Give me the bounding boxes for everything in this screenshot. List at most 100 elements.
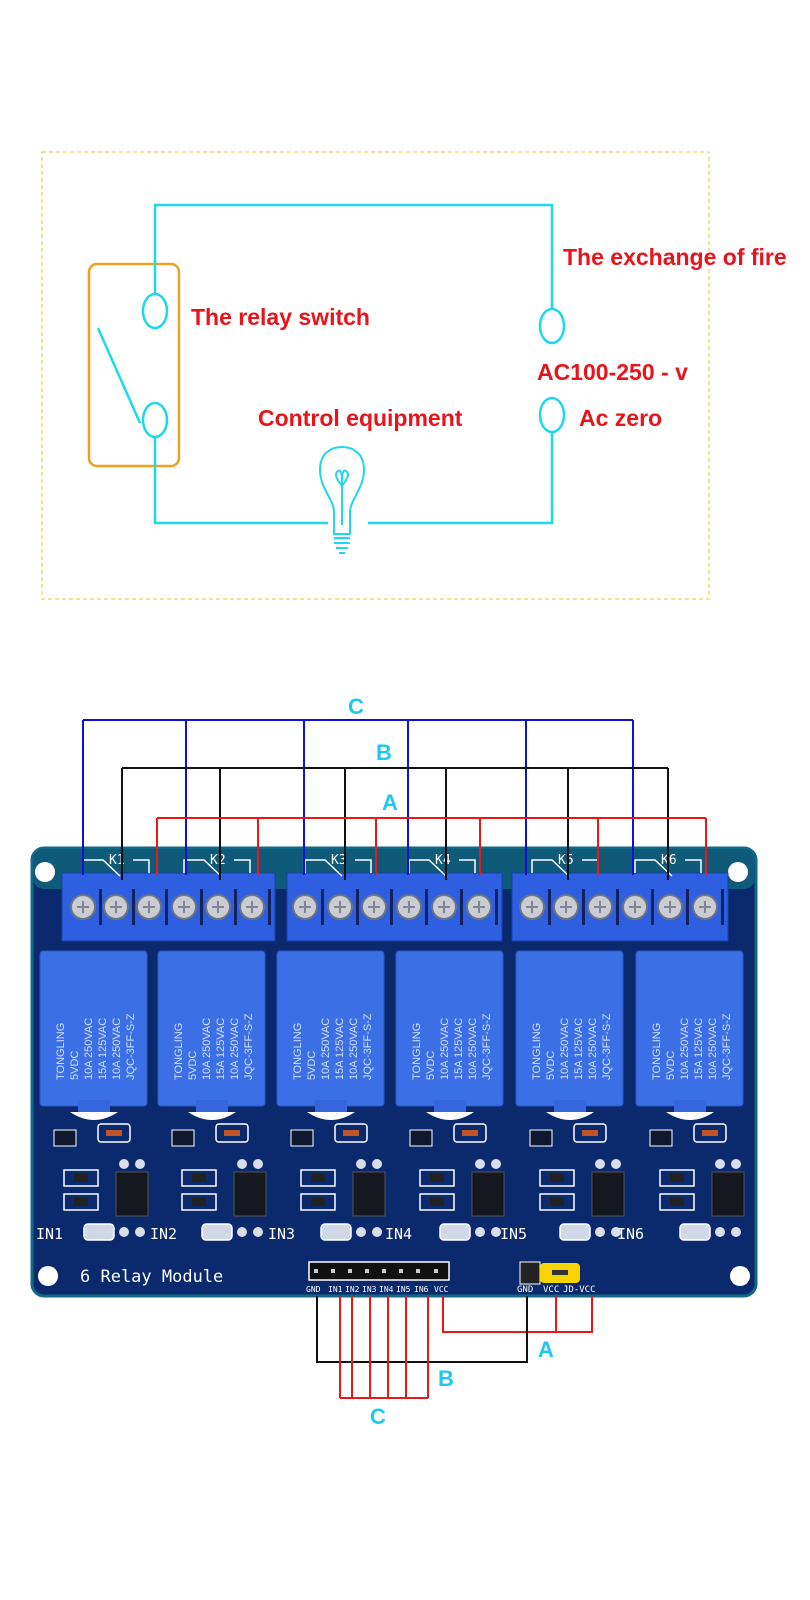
solder-pad [119,1159,129,1169]
relay-marking: 10A 250VAC [201,1018,213,1080]
relay-marking: 15A 125VAC [573,1018,585,1080]
header-pin [314,1269,318,1273]
input-label: IN2 [150,1225,177,1243]
relay-notch [666,1112,714,1120]
relay-tab [674,1100,706,1112]
relay-switch-symbol [183,859,222,877]
terminal-divider [132,889,135,925]
terminal-divider [200,889,203,925]
neutral-terminal [538,396,566,434]
optocoupler [471,1171,505,1217]
relay-id-label: K2 [210,853,226,868]
header-pin-label: IN4 [379,1285,394,1294]
switch-lever [96,327,142,424]
relay-marking: 10A 250VAC [229,1018,241,1080]
header-pin-label: VCC [434,1285,449,1294]
relay-marking: 15A 125VAC [334,1018,346,1080]
solder-pad [237,1227,247,1237]
solder-pad [356,1159,366,1169]
board-title: 6 Relay Module [80,1267,223,1287]
relay-tab [434,1100,466,1112]
optocoupler [233,1171,267,1217]
resistor [192,1174,206,1182]
relay-marking: 5VDC [545,1051,557,1080]
relay-switch-symbol [234,859,251,873]
diode [702,1130,718,1136]
switch-terminal-top [141,292,169,330]
solder-pad [611,1159,621,1169]
relay-marking: TONGLING [651,1023,663,1080]
terminal-divider [582,889,585,925]
terminal-divider [234,889,237,925]
solder-pad [731,1227,741,1237]
terminal-divider [425,889,428,925]
relay-marking: 10A 250VAC [320,1018,332,1080]
terminal-divider [616,889,619,925]
screw-slot [594,901,606,913]
circuit-terminals [141,292,566,439]
jumper-pin-label: GND [517,1285,533,1295]
transistor [649,1129,673,1147]
relay-marking: 10A 250VAC [707,1018,719,1080]
relay-notch [188,1112,236,1120]
resistor-pad [659,1169,695,1187]
resistor [311,1174,325,1182]
relay-marking: 10A 250VAC [439,1018,451,1080]
diode [343,1130,359,1136]
pin-header [308,1261,450,1281]
relay-marking: 10A 250VAC [467,1018,479,1080]
switch-terminal-bottom [141,401,169,439]
resistor [430,1198,444,1206]
optocoupler [352,1171,386,1217]
circuit-wires [96,203,554,525]
screw-slot [629,901,641,913]
resistor-pad [539,1193,575,1211]
label-control-equipment: Control equipment [258,405,463,431]
resistor-pad [300,1169,336,1187]
diode [462,1130,478,1136]
resistor-pad [181,1169,217,1187]
resistor [430,1174,444,1182]
screw-slot [299,901,311,913]
relay-marking: TONGLING [531,1023,543,1080]
relay-marking: JQC-3FF-S-Z [362,1013,374,1080]
relay-tab [315,1100,347,1112]
solder-pad [253,1227,263,1237]
relay-marking: JQC-3FF-S-Z [601,1013,613,1080]
screw-slot [334,901,346,913]
relay-marking: JQC-3FF-S-Z [125,1013,137,1080]
bus-label-top-a: A [382,790,398,815]
diode-pad [453,1123,487,1143]
terminal-divider [460,889,463,925]
terminal-divider [99,889,102,925]
terminal-divider [390,889,393,925]
label-ac-zero: Ac zero [579,405,662,431]
jumper-slot [552,1270,568,1275]
terminal-divider [721,889,724,925]
resistor-pad [300,1193,336,1211]
resistor [74,1198,88,1206]
relay-marking: 5VDC [69,1051,81,1080]
bus-label-bottom-a: A [538,1337,554,1362]
screw-slot [110,901,122,913]
relay-marking: 5VDC [187,1051,199,1080]
circuit-diagram: The relay switch The exchange of fire AC… [41,151,787,600]
screw-slot [403,901,415,913]
relay-marking: 10A 250VAC [679,1018,691,1080]
terminal-divider [495,889,498,925]
solder-pad [135,1227,145,1237]
solder-pad [372,1159,382,1169]
diode-pad [334,1123,368,1143]
terminal-divider [686,889,689,925]
relay-notch [70,1112,118,1120]
transistor [409,1129,433,1147]
solder-pad [715,1227,725,1237]
relay-marking: 5VDC [425,1051,437,1080]
relay-marking: JQC-3FF-S-Z [481,1013,493,1080]
transistor [171,1129,195,1147]
relay-marking: TONGLING [173,1023,185,1080]
mount-hole [35,862,55,882]
diode-pad [215,1123,249,1143]
relay-marking: 15A 125VAC [453,1018,465,1080]
